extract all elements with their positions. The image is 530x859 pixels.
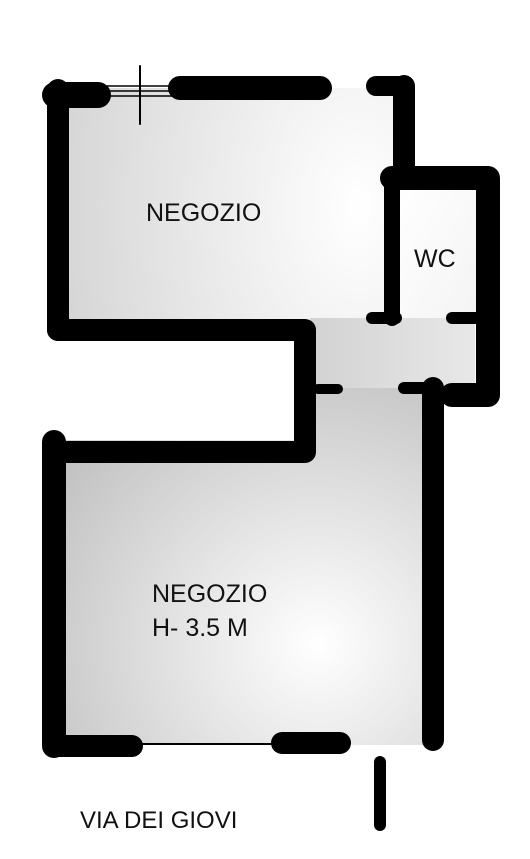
wc-outer-wall — [380, 166, 500, 407]
lower-shop-label: NEGOZIO H- 3.5 M — [152, 577, 267, 645]
walls — [42, 65, 500, 831]
street-label: VIA DEI GIOVI — [80, 807, 238, 834]
wc-floor — [396, 184, 476, 318]
lower-shop-floor — [56, 385, 430, 745]
lower-shop-label-line1: NEGOZIO — [152, 580, 268, 608]
step-wall — [44, 319, 316, 463]
wc-label: WC — [414, 245, 456, 273]
lower-shop-height-label: H- 3.5 M — [152, 614, 248, 642]
corridor-floor — [310, 318, 475, 388]
upper-shop-label: NEGOZIO — [146, 199, 262, 227]
